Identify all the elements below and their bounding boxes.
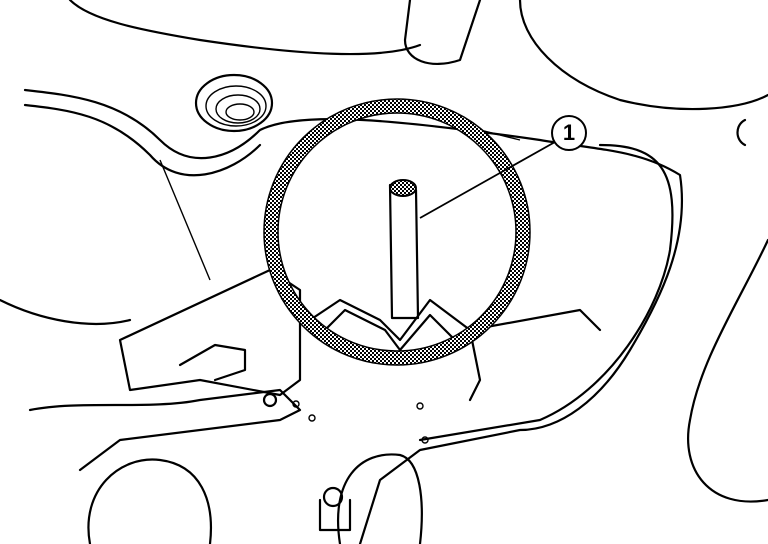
pin (388, 179, 420, 320)
callout-1: 1 (551, 115, 587, 151)
highlight-circle (264, 99, 530, 365)
lower-components (87, 400, 429, 544)
callout-leader-line (419, 141, 556, 219)
threaded-hole (194, 73, 274, 133)
lever (28, 268, 302, 472)
pin-socket (308, 298, 602, 402)
